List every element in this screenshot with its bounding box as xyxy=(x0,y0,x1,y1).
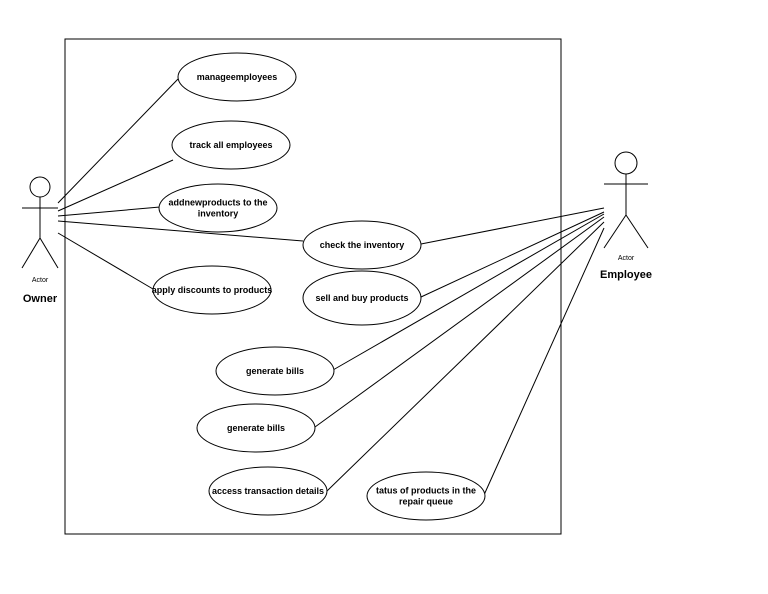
use-case-ellipse xyxy=(366,471,486,521)
use-case-generate-bills-2: generate bills xyxy=(196,403,316,453)
association-employee-access-transaction-details xyxy=(326,221,605,492)
use-case-ellipse xyxy=(158,183,278,233)
use-case-label: track all employees xyxy=(189,140,272,150)
actor-owner: Actor Owner xyxy=(21,176,59,305)
association-lines xyxy=(57,78,605,496)
system-boundary xyxy=(64,38,562,535)
use-case-sell-and-buy: sell and buy products xyxy=(302,270,422,326)
use-case-label: addnewproducts to the xyxy=(169,198,268,208)
association-owner-manage-employees xyxy=(57,78,179,204)
use-case-label: repair queue xyxy=(399,497,453,507)
use-case-track-all-employees: track all employees xyxy=(171,120,291,170)
employee-head xyxy=(614,151,638,175)
association-owner-apply-discounts xyxy=(57,232,154,290)
use-case-ellipse xyxy=(215,346,335,396)
actor-employee: Actor Employee xyxy=(600,151,652,281)
use-case-label: check the inventory xyxy=(320,240,405,250)
use-case-ellipse xyxy=(171,120,291,170)
use-case-check-inventory: check the inventory xyxy=(302,220,422,270)
use-cases: manageemployees track all employees addnew… xyxy=(152,52,486,521)
employee-left-leg xyxy=(603,214,627,249)
use-case-ellipse xyxy=(152,265,272,315)
employee-right-leg xyxy=(625,214,649,249)
use-case-apply-discounts: apply discounts to products xyxy=(152,265,273,315)
employee-role-label: Actor xyxy=(618,255,635,262)
use-case-label: manageemployees xyxy=(197,72,278,82)
use-case-label: generate bills xyxy=(227,423,285,433)
association-employee-repair-queue-status xyxy=(483,227,605,496)
owner-role-label: Actor xyxy=(32,277,49,284)
association-employee-generate-bills-2 xyxy=(314,216,605,428)
owner-name-label: Owner xyxy=(23,293,58,305)
use-case-label: apply discounts to products xyxy=(152,285,273,295)
use-case-ellipse xyxy=(302,270,422,326)
owner-right-leg xyxy=(39,237,59,269)
association-employee-generate-bills-1 xyxy=(332,213,605,371)
use-case-ellipse xyxy=(302,220,422,270)
use-case-generate-bills-1: generate bills xyxy=(215,346,335,396)
use-case-label: access transaction details xyxy=(212,486,324,496)
association-owner-add-new-products xyxy=(57,206,161,217)
use-case-manage-employees: manageemployees xyxy=(177,52,297,102)
use-case-ellipse xyxy=(177,52,297,102)
use-case-label: tatus of products in the xyxy=(376,486,476,496)
association-employee-check-inventory xyxy=(420,207,605,245)
use-case-ellipse xyxy=(208,466,328,516)
owner-left-leg xyxy=(21,237,41,269)
use-case-ellipse xyxy=(196,403,316,453)
use-case-label: sell and buy products xyxy=(315,293,408,303)
employee-name-label: Employee xyxy=(600,269,652,281)
association-owner-track-all-employees xyxy=(57,159,174,212)
owner-head xyxy=(29,176,51,198)
use-case-label: generate bills xyxy=(246,366,304,376)
use-case-access-transaction-details: access transaction details xyxy=(208,466,328,516)
association-owner-check-inventory xyxy=(57,220,304,242)
use-case-label: inventory xyxy=(198,209,239,219)
association-employee-sell-and-buy xyxy=(420,211,605,298)
